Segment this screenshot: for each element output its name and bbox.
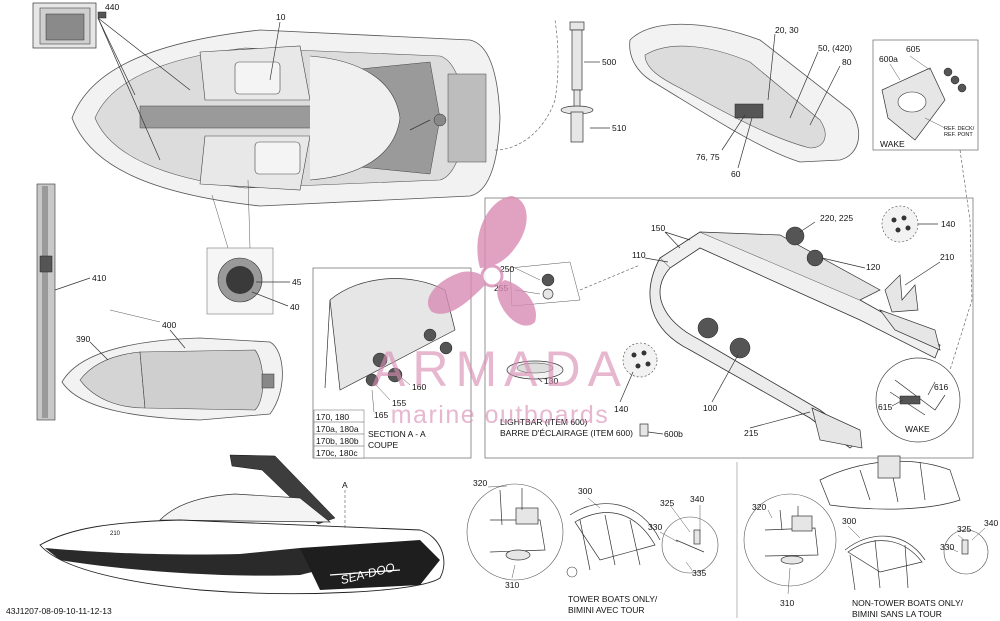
watermark-tagline: marine outboards: [391, 401, 610, 429]
callout-100: 100: [703, 403, 717, 413]
callout-310-tower: 310: [505, 580, 519, 590]
callout-400: 400: [162, 320, 176, 330]
callout-165: 165: [374, 410, 388, 420]
callout-80: 80: [842, 57, 852, 67]
wake-label-bottom: WAKE: [905, 424, 930, 434]
callout-220-225: 220, 225: [820, 213, 853, 223]
callout-390: 390: [76, 334, 90, 344]
callout-150: 150: [651, 223, 665, 233]
ref-pont-label: REF. PONT: [944, 132, 973, 138]
boat-side-view: SEA-DOO 210 A: [39, 454, 445, 595]
wake-inset-top: 605 600a REF. DECK/ REF. PONT WAKE: [872, 39, 979, 151]
callout-616: 616: [934, 382, 948, 392]
hull-model-text: 210: [110, 531, 121, 537]
callout-320-nontower: 320: [752, 502, 766, 512]
callout-310-nontower: 310: [780, 598, 794, 608]
lightbar-label-fr: BARRE D'ÉCLAIRAGE (ITEM 600): [500, 428, 633, 438]
pole-410: 410: [36, 183, 106, 421]
watermark-brand: ARMADA: [372, 341, 628, 397]
propeller-logo-icon: [427, 196, 536, 326]
callout-510: 510: [612, 123, 626, 133]
callout-140-bottom: 140: [614, 404, 628, 414]
tower-label-en: TOWER BOATS ONLY/: [568, 594, 658, 604]
section-row-2: 170a, 180a: [316, 424, 359, 434]
wake-label-top: WAKE: [880, 139, 905, 149]
callout-140-top: 140: [941, 219, 955, 229]
callout-605: 605: [906, 44, 920, 54]
section-row-4: 170c, 180c: [316, 448, 358, 458]
callout-40: 40: [290, 302, 300, 312]
section-row-3: 170b, 180b: [316, 436, 359, 446]
diagram-code: 43J1207-08-09-10-11-12-13: [6, 606, 112, 616]
section-aa-inset: 160 155 165 170, 180 170a, 180a 170b, 18…: [312, 267, 472, 459]
drain-inset: 45 40: [206, 247, 302, 315]
section-subtitle: COUPE: [368, 440, 399, 450]
nontower-label-fr: BIMINI SANS LA TOUR: [852, 609, 942, 619]
inset-440: 440: [32, 2, 119, 49]
callout-300-tower: 300: [578, 486, 592, 496]
callout-10: 10: [276, 12, 286, 22]
section-row-1: 170, 180: [316, 412, 349, 422]
tower-bimini: 320 310 300 325 340 330 335 TOWER BOATS …: [466, 478, 719, 615]
callout-600b: 600b: [664, 429, 683, 439]
connector-wake: [949, 149, 973, 371]
ref-deck-label: REF. DECK/: [944, 126, 975, 132]
tower-label-fr: BIMINI AVEC TOUR: [568, 605, 645, 615]
callout-60: 60: [731, 169, 741, 179]
callout-325-nontower: 325: [957, 524, 971, 534]
callout-155: 155: [392, 398, 406, 408]
callout-335: 335: [692, 568, 706, 578]
lightbar-label-en: LIGHTBAR (ITEM 600): [500, 417, 588, 427]
callout-440: 440: [105, 2, 119, 12]
callout-20-30: 20, 30: [775, 25, 799, 35]
callout-76-75: 76, 75: [696, 152, 720, 162]
callout-410: 410: [92, 273, 106, 283]
callout-160: 160: [412, 382, 426, 392]
callout-320-tower: 320: [473, 478, 487, 488]
callout-325-tower: 325: [660, 498, 674, 508]
boat-cover: 390 400: [61, 309, 283, 421]
section-title: SECTION A - A: [368, 429, 426, 439]
callout-250: 250: [500, 264, 514, 274]
callout-340-nontower: 340: [984, 518, 998, 528]
boat-top-view: 10: [71, 12, 501, 249]
callout-215: 215: [744, 428, 758, 438]
callout-300-nontower: 300: [842, 516, 856, 526]
callout-340-tower: 340: [690, 494, 704, 504]
section-marker-a: A: [342, 480, 348, 490]
callout-500: 500: [602, 57, 616, 67]
callout-600a: 600a: [879, 54, 898, 64]
connector-rod: [494, 19, 559, 151]
hull-3d-view: 20, 30 50, (420) 80 76, 75 60: [629, 23, 859, 179]
callout-210: 210: [940, 252, 954, 262]
callout-120: 120: [866, 262, 880, 272]
callout-130: 130: [544, 376, 558, 386]
callout-50-420: 50, (420): [818, 43, 852, 53]
callout-45: 45: [292, 277, 302, 287]
watermark: ARMADA marine outboards: [372, 196, 628, 429]
callout-110: 110: [632, 250, 646, 260]
nontower-bimini: 320 310 300 325 340 330 NON-TOWER BOATS …: [743, 455, 998, 619]
nontower-label-en: NON-TOWER BOATS ONLY/: [852, 598, 964, 608]
rod-holder: 500 510: [560, 21, 626, 143]
tower-frame-inset: 250 255: [484, 197, 974, 459]
callout-330-tower: 330: [648, 522, 662, 532]
callout-330-nontower: 330: [940, 542, 954, 552]
callout-615: 615: [878, 402, 892, 412]
